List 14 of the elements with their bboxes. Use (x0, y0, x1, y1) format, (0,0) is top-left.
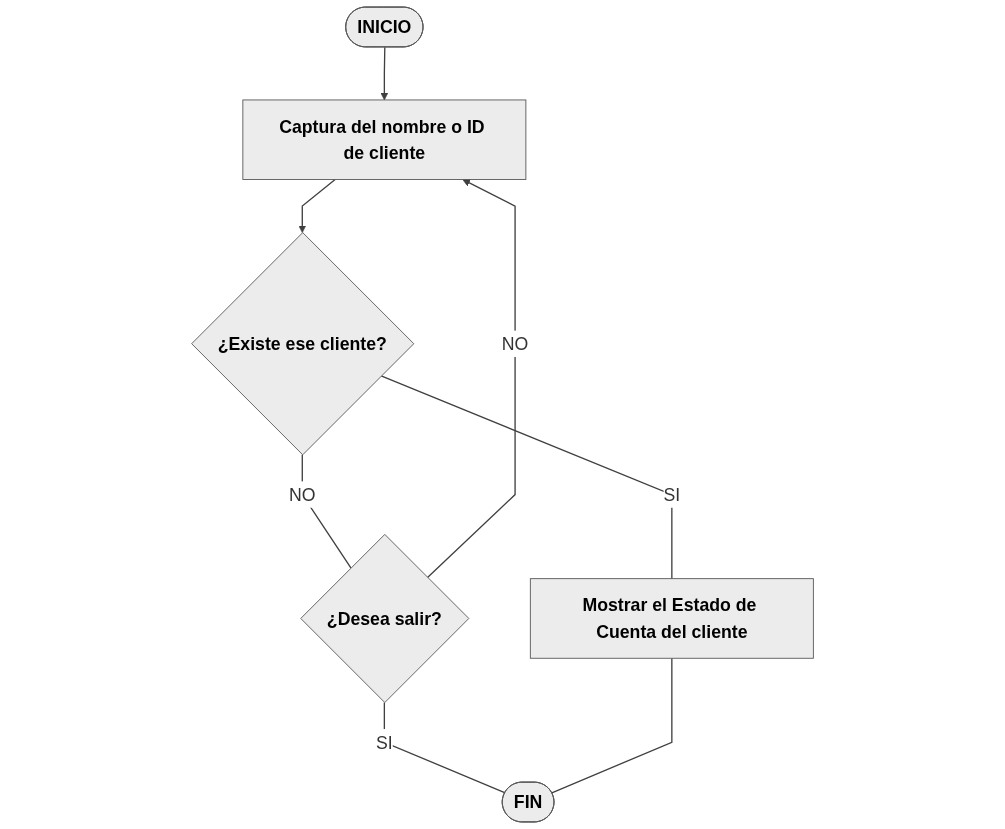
node-diamond: ¿Desea salir? (300, 533, 470, 703)
node-diamond: ¿Existe ese cliente? (191, 232, 415, 456)
arrow (380, 46, 389, 101)
arrow (426, 179, 516, 579)
connector (551, 657, 673, 794)
edge-label: NO (501, 333, 529, 354)
connector (380, 375, 673, 580)
node-box: Captura del nombre o ID de cliente (242, 99, 527, 180)
node-box: Mostrar el Estado de Cuenta del cliente (529, 578, 814, 659)
edge-label: SI (663, 484, 681, 505)
edge-label: SI (376, 732, 393, 753)
arrow (298, 178, 336, 233)
edge-label: NO (289, 484, 316, 505)
connector (383, 701, 506, 794)
